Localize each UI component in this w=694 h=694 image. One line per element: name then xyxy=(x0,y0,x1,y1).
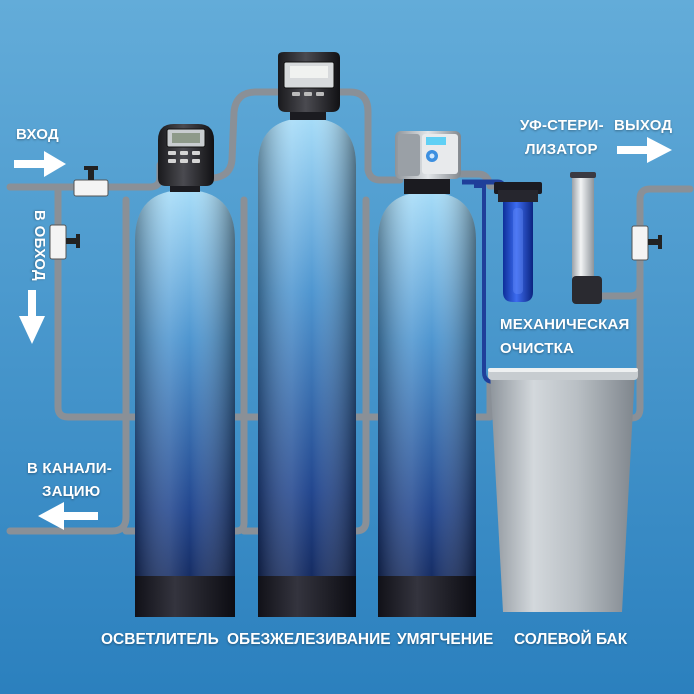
arrow-right-icon xyxy=(14,151,66,177)
tank-label-deironing: ОБЕЗЖЕЛЕЗИВАНИЕ xyxy=(227,631,391,648)
arrow-right-icon xyxy=(617,137,672,163)
tank-label-brine: СОЛЕВОЙ БАК xyxy=(514,631,628,648)
outlet-label: ВЫХОД xyxy=(614,117,673,134)
inlet-label: ВХОД xyxy=(16,126,59,143)
drain-label-1: В КАНАЛИ- xyxy=(27,460,112,477)
arrow-left-icon xyxy=(38,502,98,530)
bypass-pipe xyxy=(54,183,494,421)
valve-icon[interactable] xyxy=(631,225,662,261)
control-valve-softener xyxy=(395,131,461,194)
tank-deironing xyxy=(258,118,356,617)
drain-pipe xyxy=(6,196,130,535)
drain-pipe-3 xyxy=(240,196,370,535)
tank1-to-tank2-pipe xyxy=(201,88,296,182)
mechanical-filter-label-1: МЕХАНИЧЕСКАЯ xyxy=(500,316,630,333)
tank-clarifier xyxy=(135,190,235,617)
control-valve-deironing xyxy=(278,52,340,120)
pipes xyxy=(6,88,694,535)
uv-sterilizer-label-1: УФ-СТЕРИ- xyxy=(520,117,604,134)
bypass-label: В ОБХОД xyxy=(31,210,48,281)
drain-label-2: ЗАЦИЮ xyxy=(42,483,101,500)
uv-sterilizer-label-2: ЛИЗАТОР xyxy=(525,141,598,158)
brine-tank xyxy=(488,368,638,612)
mechanical-filter-label-2: ОЧИСТКА xyxy=(500,340,574,357)
tank-softener xyxy=(378,192,476,617)
tank2-to-tank3-pipe xyxy=(326,88,404,184)
tank-label-clarifier: ОСВЕТЛИТЕЛЬ xyxy=(101,631,219,648)
arrow-down-icon xyxy=(19,290,45,344)
valve-icon[interactable] xyxy=(49,224,80,260)
valve-icon[interactable] xyxy=(73,166,109,197)
softener-outlet-pipe xyxy=(451,170,502,190)
tank-label-softener: УМЯГЧЕНИЕ xyxy=(397,631,494,648)
mechanical-filter xyxy=(494,182,542,302)
uv-sterilizer xyxy=(570,172,602,304)
outlet-down-pipe xyxy=(628,258,644,422)
control-valve-clarifier xyxy=(158,124,214,192)
